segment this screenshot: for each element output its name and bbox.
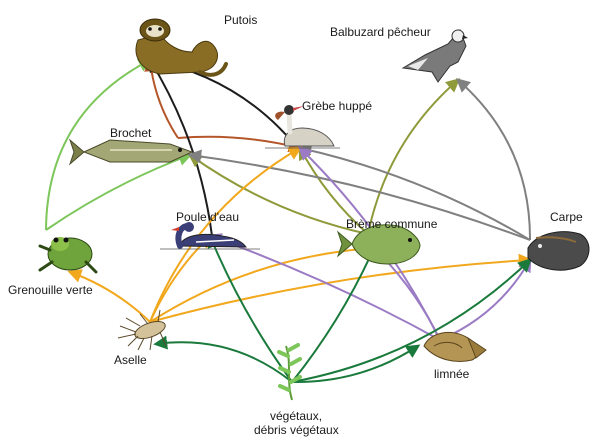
arrow-vegetaux-to-poule [210, 236, 292, 382]
label-vegetaux-1: végétaux, [270, 409, 322, 423]
arrow-vegetaux-to-limnee [292, 346, 418, 382]
label-grenouille: Grenouille verte [8, 283, 93, 297]
arrow-brochet-to-grebe [178, 137, 300, 148]
label-brochet: Brochet [110, 126, 152, 140]
arrow-vegetaux-to-aselle [156, 342, 292, 382]
label-putois: Putois [224, 13, 257, 27]
frog-icon [40, 237, 96, 272]
arrow-carpe-to-balbuzard [458, 80, 530, 240]
pond-snail-icon [424, 332, 486, 361]
label-poule: Poule d'eau [176, 210, 239, 224]
label-limnee: limnée [434, 367, 470, 381]
arrow-vegetaux-to-carpe [292, 260, 530, 382]
polecat-icon [136, 19, 226, 75]
label-aselle: Aselle [114, 353, 147, 367]
arrow-vegetaux-to-breme [292, 248, 374, 382]
label-carpe: Carpe [550, 210, 583, 224]
label-breme: Brème commune [346, 217, 438, 231]
label-balbuzard: Balbuzard pêcheur [330, 25, 431, 39]
plant-icon [279, 345, 300, 400]
arrow-grenouille-to-brochet [46, 155, 190, 230]
arrow-aselle-to-grenouille [70, 272, 150, 322]
label-grebe: Grèbe huppé [302, 99, 372, 113]
arrow-aselle-to-grebe [150, 148, 300, 322]
carp-icon [528, 232, 589, 270]
label-vegetaux-2: débris végétaux [254, 423, 339, 437]
pike-icon [70, 140, 192, 164]
